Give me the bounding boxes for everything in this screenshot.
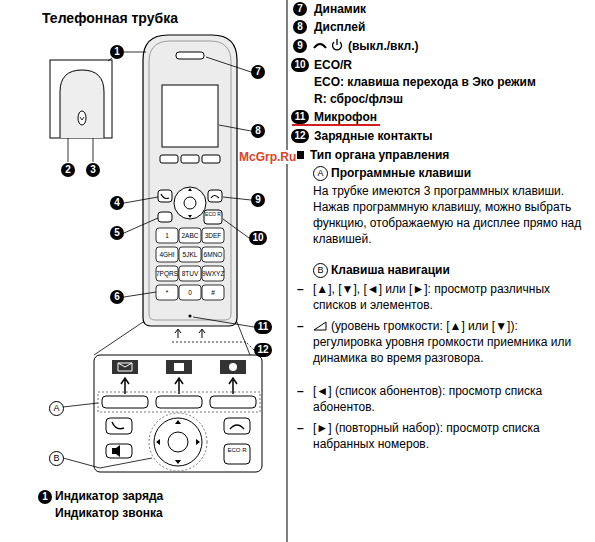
key-label: * — [156, 285, 178, 300]
bullet-text: [►] (повторный набор): просмотр списка н… — [313, 420, 589, 452]
part-name: Индикатор заряда — [55, 488, 163, 504]
callout-number: 11 — [291, 110, 309, 124]
part-note: ECO: клавиша перехода в Эко режим — [314, 74, 536, 90]
callout-number: 6 — [110, 290, 124, 304]
key-label: 7PQRS — [156, 266, 178, 281]
key-outline — [202, 247, 224, 262]
callout-number: 11 — [254, 320, 272, 334]
callout-number: 7 — [251, 65, 265, 79]
callout-number: 10 — [249, 231, 267, 245]
part-note: R: сброс/флэш — [314, 91, 403, 107]
key-label: 2ABC — [179, 228, 201, 243]
callout-number: 5 — [110, 226, 124, 240]
callout-number: 8 — [293, 20, 307, 34]
page-title: Телефонная трубка — [42, 10, 178, 26]
section-heading: Тип органа управления — [310, 147, 449, 163]
subsection-heading: Клавиша навигации — [331, 262, 450, 278]
key-outline — [179, 285, 201, 300]
description: На трубке имеются 3 программных клавиши.… — [313, 183, 589, 247]
bullet-text: [▲], [▼], [◄] или [►]: просмотр различны… — [313, 281, 589, 313]
key-label: 0 — [179, 285, 201, 300]
key-label: 1 — [156, 228, 178, 243]
key-outline — [156, 228, 178, 243]
callout-number: 4 — [110, 196, 124, 210]
part-name: Микрофон — [314, 109, 377, 125]
callout-number: 10 — [291, 58, 309, 72]
key-outline — [202, 266, 224, 281]
key-label: 3DEF — [202, 228, 224, 243]
volume-icon — [313, 320, 327, 332]
key-label: # — [202, 285, 224, 300]
key-outline — [202, 285, 224, 300]
subsection-heading: Программные клавиши — [331, 165, 471, 181]
part-name: (выкл./вкл.) — [348, 38, 419, 54]
key-label: 5JKL — [179, 247, 201, 262]
part-name: ECO/R — [314, 57, 352, 73]
bullet-dash: – — [297, 318, 304, 334]
part-name: Дисплей — [314, 19, 365, 35]
bullet-dash: – — [297, 281, 304, 297]
key-outline — [156, 285, 178, 300]
part-name: Зарядные контакты — [314, 128, 433, 144]
key-outline — [179, 247, 201, 262]
group-letter: B — [313, 263, 328, 278]
group-letter: A — [313, 166, 328, 181]
key-label: ECO R — [204, 211, 222, 217]
key-outline — [156, 266, 178, 281]
part-name: Индикатор звонка — [55, 505, 163, 521]
key-outline — [156, 247, 178, 262]
key-label: ECO R — [224, 446, 250, 454]
key-outline — [179, 228, 201, 243]
callout-number: 9 — [251, 193, 265, 207]
key-label: 8TUV — [179, 266, 201, 281]
callout-number: 12 — [291, 129, 309, 143]
key-label: 9WXYZ — [202, 266, 224, 281]
callout-number: 3 — [86, 163, 100, 177]
group-letter: A — [49, 401, 64, 416]
bullet-text: (уровень громкости: [▲] или [▼]): регули… — [313, 318, 589, 366]
part-name: Динамик — [314, 1, 366, 17]
key-outline — [202, 228, 224, 243]
group-letter: B — [49, 451, 64, 466]
key-label: 4GHI — [156, 247, 178, 262]
callout-number: 8 — [251, 124, 265, 138]
key-label: 6MNO — [202, 247, 224, 262]
bullet-dash: – — [297, 383, 304, 399]
bullet-text: [◄] (список абонентов): просмотр списка … — [313, 383, 589, 415]
watermark: McGrp.Ru — [238, 150, 297, 164]
callout-number: 9 — [293, 39, 307, 53]
callout-number: 12 — [254, 343, 272, 357]
callout-number: 2 — [61, 163, 75, 177]
callout-number: 7 — [293, 2, 307, 16]
callout-number: 1 — [110, 45, 124, 59]
bullet-dash: – — [297, 420, 304, 436]
callout-number: 1 — [38, 490, 52, 504]
key-outline — [179, 266, 201, 281]
